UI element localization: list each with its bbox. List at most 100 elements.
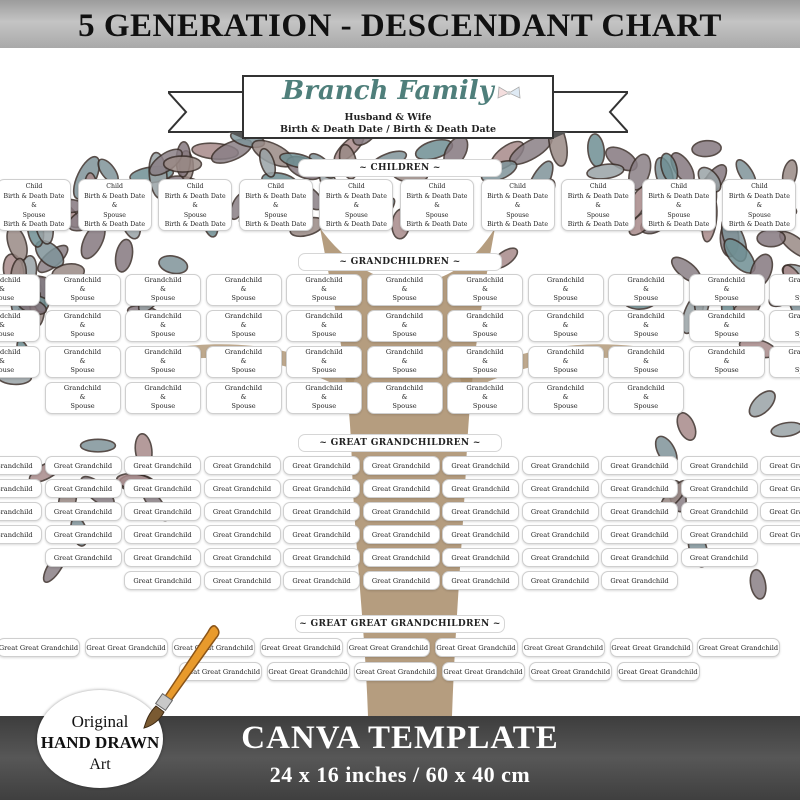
great-grandchild-label: Great Grandchild	[53, 485, 113, 493]
spouse-name: Spouse	[264, 211, 288, 219]
child-name: Child	[106, 183, 123, 190]
ampersand: &	[562, 357, 569, 366]
leaf	[749, 568, 767, 600]
great-great-grandchild-label: Great Great Grandchild	[86, 644, 166, 652]
family-tree-chart: Branch Family Husband & Wife Birth & Dea…	[0, 48, 800, 716]
ampersand: &	[401, 393, 408, 402]
spouse-name: Spouse	[794, 330, 800, 339]
great-grandchild-box: Great Grandchild	[601, 502, 678, 521]
grandchild-name: Grandchild	[707, 312, 746, 320]
great-grandchild-label: Great Grandchild	[133, 554, 192, 562]
grandchild-box: Grandchild&Spouse	[527, 382, 604, 414]
great-grandchild-box: Great Grandchild	[521, 502, 599, 521]
great-grandchild-box: Great Grandchild	[283, 502, 360, 521]
great-grandchild-label: Great Grandchild	[371, 462, 431, 470]
grandchild-name: Grandchild	[63, 348, 102, 356]
great-grandchild-box: Great Grandchild	[203, 502, 281, 521]
great-grandchild-box: Great Grandchild	[362, 456, 440, 475]
grandchild-box: Grandchild&Spouse	[125, 274, 201, 306]
ampersand: &	[111, 202, 118, 210]
ampersand: &	[482, 321, 488, 330]
spouse-name: Spouse	[103, 211, 126, 219]
child-dates: Birth & Death Date	[728, 192, 790, 200]
great-grandchild-label: Great Grandchild	[292, 577, 351, 585]
great-grandchild-box: Great Grandchild	[680, 456, 758, 475]
ampersand: &	[160, 393, 166, 402]
great-grandchild-box: Great Grandchild	[521, 525, 599, 544]
child-dates: Birth & Death Date	[164, 192, 226, 200]
ampersand: &	[434, 202, 440, 210]
great-grandchild-label: Great Grandchild	[292, 554, 351, 562]
grandchild-box: Grandchild&Spouse	[447, 310, 523, 342]
great-grandchild-box: Great Grandchild	[0, 502, 42, 521]
great-grandchild-box: Great Grandchild	[124, 571, 201, 590]
great-grandchild-label: Great Grandchild	[530, 508, 590, 516]
great-grandchild-box: Great Grandchild	[760, 502, 800, 521]
ampersand: &	[240, 285, 247, 294]
great-grandchild-box: Great Grandchild	[203, 571, 281, 590]
grandchild-name: Grandchild	[788, 348, 800, 356]
ampersand: &	[401, 357, 408, 366]
grandchild-name: Grandchild	[63, 312, 102, 320]
great-grandchild-label: Great Grandchild	[212, 508, 272, 516]
leaf	[748, 390, 776, 418]
spouse-name: Spouse	[0, 330, 15, 339]
great-grandchild-label: Great Grandchild	[212, 485, 272, 493]
child-name: Child	[428, 183, 446, 190]
grandchild-name: Grandchild	[0, 348, 21, 356]
leaf	[756, 228, 786, 248]
great-grandchild-label: Great Grandchild	[212, 462, 272, 470]
great-great-grandchild-label: Great Great Grandchild	[611, 644, 691, 652]
grandchild-name: Grandchild	[385, 312, 424, 320]
spouse-name: Spouse	[70, 294, 95, 303]
great-grandchild-label: Great Grandchild	[371, 531, 431, 539]
great-grandchild-label: Great Grandchild	[371, 508, 431, 516]
great-great-grandchild-label: Great Great Grandchild	[261, 644, 341, 652]
grandchild-box: Grandchild&Spouse	[608, 274, 684, 306]
great-grandchild-box: Great Grandchild	[124, 502, 201, 521]
grandchild-name: Grandchild	[305, 276, 343, 284]
great-grandchild-box: Great Grandchild	[601, 525, 678, 544]
grandchild-box: Grandchild&Spouse	[44, 382, 121, 414]
great-grandchild-label: Great Grandchild	[689, 531, 749, 539]
spouse-name: Spouse	[506, 211, 529, 219]
great-grandchild-label: Great Grandchild	[53, 508, 113, 516]
great-grandchild-label: Great Grandchild	[53, 531, 113, 539]
great-great-grandchild-box: Great Great Grandchild	[347, 638, 430, 657]
great-grandchild-box: Great Grandchild	[362, 502, 440, 521]
grandchild-name: Grandchild	[546, 384, 585, 392]
child-name: Child	[509, 183, 526, 190]
grandchild-name: Grandchild	[627, 312, 665, 320]
great-grandchild-label: Great Grandchild	[451, 554, 510, 562]
ampersand: &	[643, 393, 649, 402]
ampersand: &	[562, 321, 569, 330]
great-grandchild-label: Great Grandchild	[451, 508, 510, 516]
section-label-great-grandchildren: ~ GREAT GRANDCHILDREN ~	[298, 434, 502, 452]
great-grandchild-box: Great Grandchild	[283, 525, 360, 544]
grandchild-box: Grandchild&Spouse	[366, 382, 443, 414]
grandchild-name: Grandchild	[63, 384, 102, 392]
great-grandchild-box: Great Grandchild	[44, 525, 122, 544]
great-grandchild-box: Great Grandchild	[203, 479, 281, 498]
great-grandchild-label: Great Grandchild	[133, 485, 192, 493]
ampersand: &	[353, 202, 360, 210]
grandchild-name: Grandchild	[466, 276, 504, 284]
spouse-name: Spouse	[794, 366, 800, 375]
grandchild-name: Grandchild	[305, 384, 343, 392]
great-grandchild-label: Great Grandchild	[769, 485, 800, 493]
ampersand: &	[0, 357, 39, 366]
spouse-name: Spouse	[667, 211, 691, 219]
great-great-grandchild-box: Great Great Grandchild	[434, 638, 518, 657]
grandchild-name: Grandchild	[224, 348, 263, 356]
great-grandchild-box: Great Grandchild	[760, 525, 800, 544]
grandchild-name: Grandchild	[305, 312, 343, 320]
ampersand: &	[770, 285, 800, 294]
great-grandchild-label: Great Grandchild	[212, 577, 272, 585]
spouse-dates: Birth & Death Date	[406, 221, 468, 229]
great-grandchild-label: Great Grandchild	[0, 485, 33, 493]
grandchild-name: Grandchild	[224, 384, 263, 392]
grandchild-box: Grandchild&Spouse	[366, 346, 443, 378]
spouse-name: Spouse	[150, 402, 176, 411]
spouse-name: Spouse	[231, 366, 256, 375]
